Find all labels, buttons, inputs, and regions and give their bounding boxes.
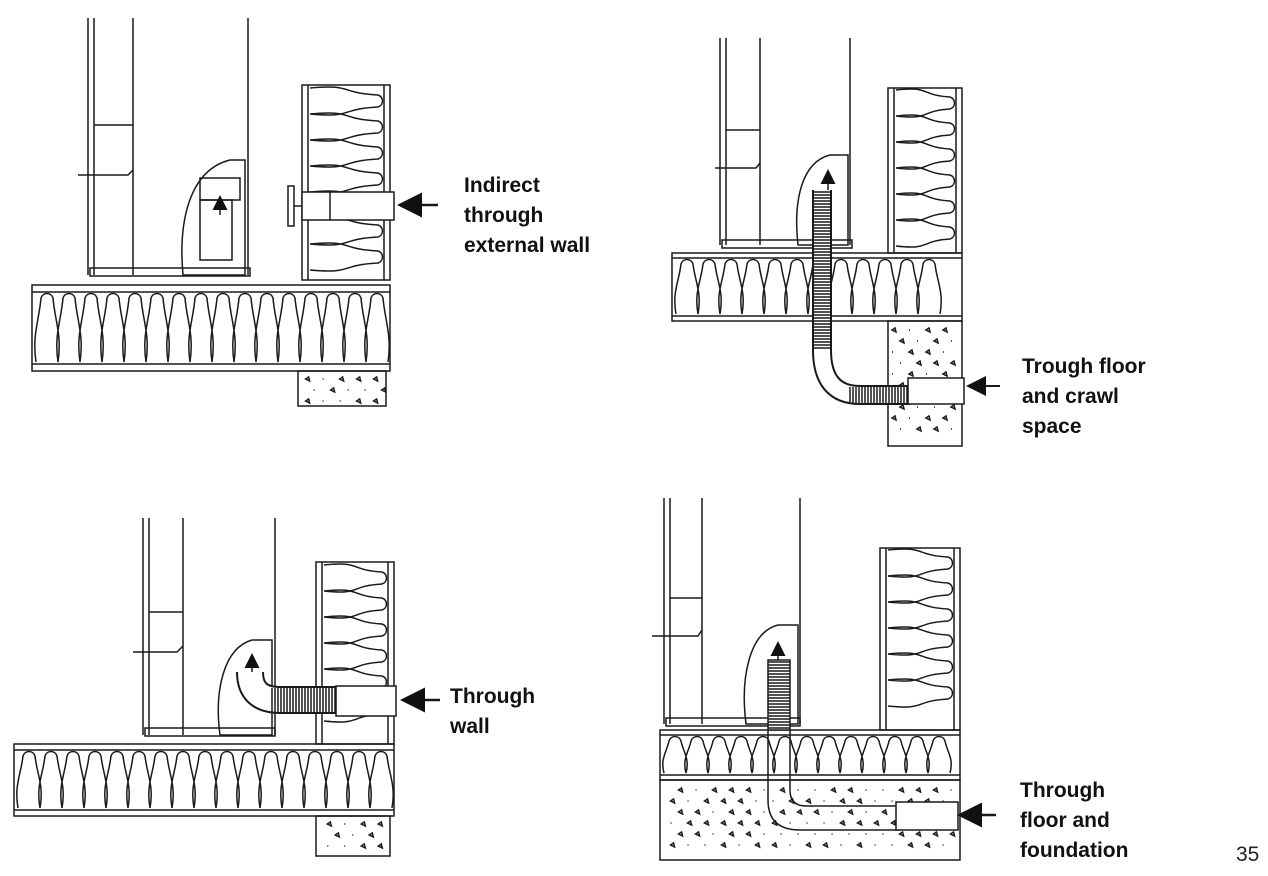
foundation-block: [297, 370, 387, 407]
caption-line: foundation: [1020, 839, 1129, 862]
diagram-indirect-external-wall: [31, 18, 438, 407]
page-number: 35: [1236, 843, 1260, 866]
floor-section: [659, 729, 961, 781]
caption-line: space: [1022, 415, 1082, 438]
stove-outline: [715, 38, 853, 249]
stove-cutaway: [181, 159, 246, 276]
caption-foundation: Through floor and foundation: [1020, 776, 1128, 866]
wall-section: [887, 87, 963, 254]
caption-indirect: Indirect through external wall: [464, 171, 590, 261]
stove-cutaway: [795, 154, 849, 246]
caption-line: wall: [450, 715, 490, 738]
caption-line: Trough floor: [1022, 355, 1146, 378]
diagram-floor-crawl-space: [671, 38, 1000, 447]
floor-section: [31, 284, 391, 372]
wall-section: [301, 84, 391, 281]
diagram-floor-foundation: [652, 498, 996, 861]
stove-cutaway: [743, 624, 799, 725]
caption-through-wall: Through wall: [450, 682, 535, 742]
floor-section: [13, 743, 395, 817]
caption-crawl-space: Trough floor and crawl space: [1022, 352, 1146, 442]
stove-cutaway: [217, 639, 273, 736]
caption-line: Through: [1020, 779, 1106, 802]
flexible-duct: [236, 671, 397, 717]
caption-line: Indirect: [464, 174, 540, 197]
caption-line: floor and: [1020, 809, 1110, 832]
rigid-duct: [767, 659, 959, 831]
wall-section: [879, 547, 961, 731]
foundation-block: [315, 815, 391, 857]
diagram-through-wall: [13, 518, 440, 857]
flexible-duct: [812, 190, 965, 405]
caption-line: and crawl: [1022, 385, 1119, 408]
caption-line: Through: [450, 685, 536, 708]
stove-outline: [652, 498, 801, 727]
pipe-through-wall: [287, 185, 395, 227]
caption-line: through: [464, 204, 544, 227]
caption-line: external wall: [464, 234, 591, 257]
stove-outline: [78, 18, 251, 277]
